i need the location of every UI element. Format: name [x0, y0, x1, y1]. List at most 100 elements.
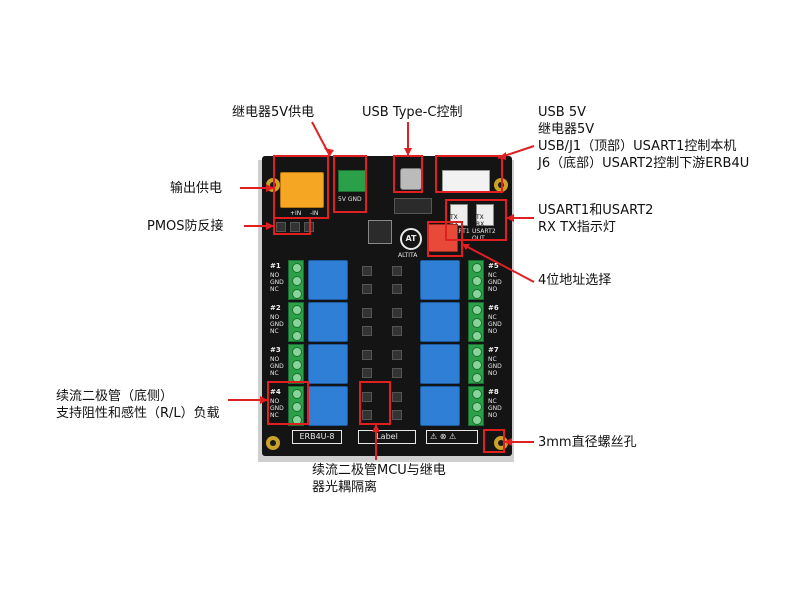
box-address-switch [427, 221, 463, 257]
silk-led-usart1-tx: TX [450, 214, 458, 221]
label-silk-box: Label [358, 430, 416, 444]
screw-icon [472, 331, 482, 341]
arrowhead-output-power [266, 184, 274, 192]
label-usart-line-1: USART1和USART2 [538, 203, 654, 218]
label-flyback-line-2: 支持阻性和感性（R/L）负载 [56, 406, 220, 421]
screw-icon [472, 347, 482, 357]
input-terminal [280, 172, 324, 208]
label-flyback-line-1: 续流二极管（底侧） [56, 389, 174, 404]
screw-icon [472, 305, 482, 315]
pin-label: GND [270, 363, 284, 370]
warning-icon: ⚠ ⊗ ⚠ [430, 432, 457, 441]
label-screw-hole: 3mm直径螺丝孔 [538, 435, 637, 450]
label-usb-group: USB 5V 继电器5V USB/J1（顶部）USART1控制本机 J6（底部）… [538, 104, 749, 172]
box-output-power [273, 155, 329, 219]
pmos-chip-2 [290, 222, 300, 232]
pin-label: NO [270, 314, 280, 321]
silk-in-plus: +IN [290, 210, 302, 217]
label-usb-typec: USB Type-C控制 [362, 105, 463, 120]
screw-icon [292, 360, 302, 370]
silk-led-usart2-tag: USART2 OUT [472, 228, 496, 242]
usart1-led-block [450, 204, 468, 226]
silk-led-usart2-name: USART2 [472, 228, 496, 235]
screw-icon [472, 415, 482, 425]
arrowhead-flyback-bottom [260, 396, 268, 404]
box-relay-supply [333, 155, 367, 213]
opto-chip [392, 392, 402, 402]
screw-icon [292, 331, 302, 341]
model-silk-box: ERB4U-8 [292, 430, 342, 444]
opto-chip [362, 368, 372, 378]
label-usb-line-1: USB 5V [538, 105, 586, 120]
opto-chip [392, 350, 402, 360]
arrowhead-usb [498, 152, 506, 160]
label-mcu-line-2: 器光耦隔离 [312, 480, 378, 495]
channel-tag-right: #8 [488, 388, 499, 396]
pin-label: GND [270, 405, 284, 412]
pin-label: NO [488, 412, 498, 419]
silk-led-usart2-tx: TX [476, 214, 484, 221]
screw-icon [292, 402, 302, 412]
pin-label: NC [270, 412, 279, 419]
usb-chip [394, 198, 432, 214]
arrowhead-screw-hole [504, 438, 512, 446]
opto-chip [362, 308, 372, 318]
channel-tag-left: #4 [270, 388, 281, 396]
screw-icon [292, 389, 302, 399]
terminal-left-2 [288, 302, 304, 342]
label-mcu-line-1: 续流二极管MCU与继电 [312, 463, 446, 478]
screw-icon [472, 360, 482, 370]
label-usb-line-3: USB/J1（顶部）USART1控制本机 [538, 139, 737, 154]
pin-label: NC [270, 370, 279, 377]
pin-label: NO [270, 272, 280, 279]
channel-tag-left: #3 [270, 346, 281, 354]
box-screw-hole [483, 429, 505, 453]
arrowhead-pmos [266, 222, 274, 230]
opto-chip [362, 266, 372, 276]
arrowhead-usart-leds [506, 214, 514, 222]
terminal-left-1 [288, 260, 304, 300]
terminal-right-4 [468, 386, 484, 426]
screw-icon [292, 289, 302, 299]
pin-label: NO [488, 328, 498, 335]
box-pmos [273, 217, 311, 235]
relay-right-3 [420, 344, 460, 384]
usart2-led-block [476, 204, 494, 226]
silk-led-usart2-rx: RX [476, 221, 485, 228]
channel-tag-right: #7 [488, 346, 499, 354]
relay-left-3 [308, 344, 348, 384]
terminal-left-3 [288, 344, 304, 384]
opto-chip [362, 410, 372, 420]
screw-icon [472, 318, 482, 328]
silk-brand: ALTITA [398, 252, 418, 259]
label-relay-power: 继电器5V供电 [232, 105, 315, 120]
pin-label: GND [488, 405, 502, 412]
label-usart-line-2: RX TX指示灯 [538, 220, 616, 235]
relay-left-2 [308, 302, 348, 342]
screw-icon [472, 389, 482, 399]
relay-right-1 [420, 260, 460, 300]
terminal-right-1 [468, 260, 484, 300]
mount-hole-bottom-left [266, 436, 280, 450]
screw-icon [292, 276, 302, 286]
label-pmos: PMOS防反接 [147, 219, 224, 234]
label-output-power: 输出供电 [170, 181, 223, 196]
pin-label: NC [270, 328, 279, 335]
pcb-board: +IN -IN 5V GND AT ALTITA TX RX USART1 IN… [262, 156, 512, 456]
terminal-right-3 [468, 344, 484, 384]
pin-label: NC [270, 286, 279, 293]
opto-chip [362, 392, 372, 402]
label-usb-line-2: 继电器5V [538, 122, 595, 137]
screw-icon [472, 289, 482, 299]
altita-logo: AT [400, 228, 422, 250]
arrowhead-relay-power [324, 148, 334, 156]
screw-icon [292, 305, 302, 315]
arrowhead-usb-typec [404, 148, 412, 156]
silk-led-usart2: TX RX [476, 214, 484, 228]
channel-tag-left: #2 [270, 304, 281, 312]
address-dip-switch [428, 224, 458, 252]
